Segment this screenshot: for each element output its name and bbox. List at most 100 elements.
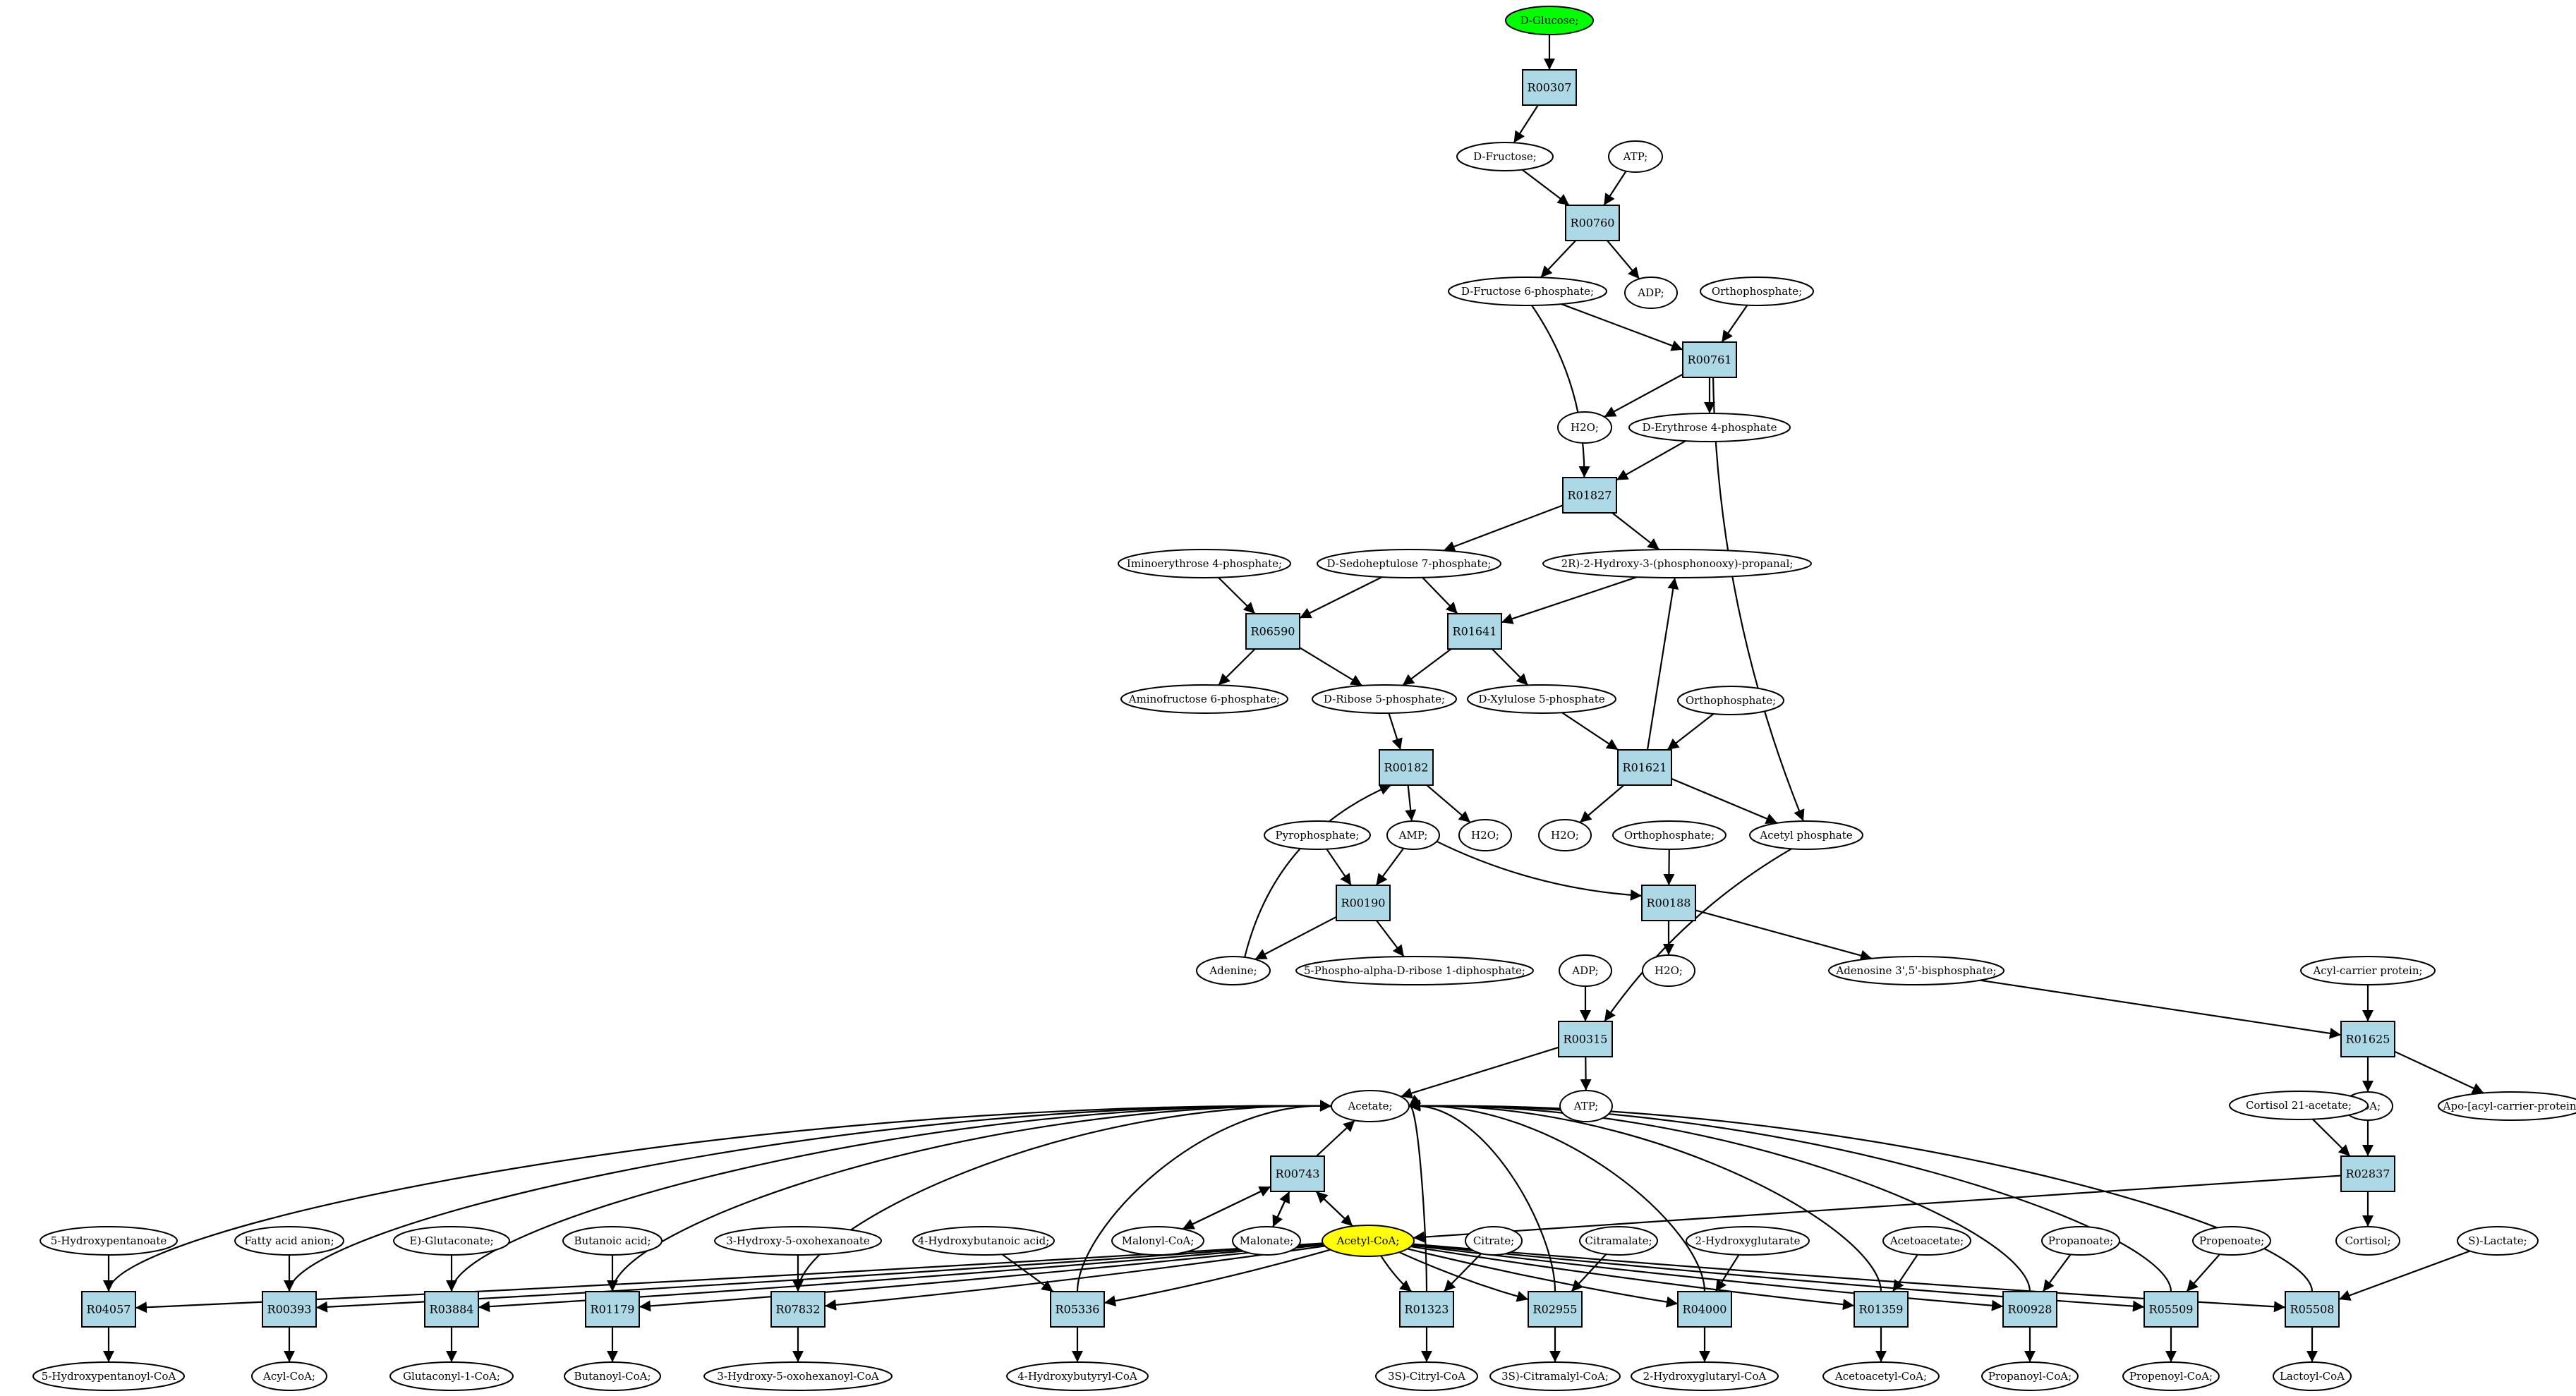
compound-ellipse — [2192, 1226, 2271, 1256]
compound-ellipse — [2122, 1361, 2220, 1391]
compound-ellipse — [2273, 1361, 2352, 1391]
compound-node-oxohexanoylcoa: 3-Hydroxy-5-oxohexanoyl-CoA — [703, 1361, 893, 1391]
reaction-box — [1565, 205, 1620, 241]
node-label: 3S)-Citryl-CoA — [1388, 1370, 1465, 1383]
compound-ellipse — [1295, 956, 1534, 985]
reaction-node-r02955: R02955 — [1528, 1291, 1583, 1328]
node-label: H2O; — [1551, 829, 1579, 842]
edge-r00743-to-malonate — [1272, 1191, 1290, 1227]
edge-r01641-to-x5p — [1491, 648, 1529, 686]
edge-hydroxybutanoic-to-r05336 — [1001, 1254, 1054, 1292]
compound-ellipse — [1677, 686, 1784, 715]
reaction-node-r01621: R01621 — [1617, 749, 1672, 786]
edge-r06590-to-r5p — [1299, 647, 1363, 686]
edge-r05336-to-acetate — [1076, 1100, 1332, 1292]
compound-node-hydroxypentanoate: 5-Hydroxypentanoate — [40, 1226, 178, 1256]
reaction-node-r06590: R06590 — [1245, 613, 1300, 650]
edge-acetylcoa-to-r00928 — [1412, 1244, 2004, 1311]
node-label: R02955 — [1533, 1303, 1578, 1316]
node-label: Malonate; — [1240, 1234, 1294, 1247]
compound-node-s7p: D-Sedoheptulose 7-phosphate; — [1317, 549, 1501, 578]
compound-ellipse — [2438, 1091, 2576, 1121]
compound-node-butanoic: Butanoic acid; — [562, 1226, 663, 1256]
compound-ellipse — [2041, 1226, 2120, 1256]
node-label: R00307 — [1528, 81, 1572, 95]
compound-node-fattyacid: Fatty acid anion; — [234, 1226, 344, 1256]
compound-node-hydroxyglutarylcoa: 2-Hydroxyglutaryl-CoA — [1631, 1361, 1779, 1391]
edge-f6p-to-r01827 — [1531, 305, 1590, 478]
node-label: Butanoyl-CoA; — [574, 1370, 651, 1383]
reaction-box — [262, 1291, 317, 1328]
reaction-box — [2143, 1291, 2199, 1328]
compound-ellipse — [1264, 820, 1371, 850]
node-label: R02837 — [2346, 1167, 2390, 1181]
edge-r04057-to-acetate — [107, 1100, 1332, 1292]
node-label: Acyl-CoA; — [262, 1370, 315, 1383]
edge-r02955-to-acetate — [1408, 1099, 1556, 1292]
edge-r00182-to-amp — [1405, 784, 1417, 822]
compound-ellipse — [1624, 277, 1678, 309]
compound-node-f6p: D-Fructose 6-phosphate; — [1448, 277, 1607, 306]
reaction-box — [1270, 1155, 1325, 1192]
edge-amp-to-r00190 — [1375, 847, 1405, 886]
node-label: 3-Hydroxy-5-oxohexanoate — [726, 1234, 870, 1247]
compound-ellipse — [1612, 820, 1727, 850]
reaction-box — [1677, 1291, 1732, 1328]
compound-ellipse — [1111, 1226, 1204, 1256]
node-label: R01625 — [2346, 1033, 2390, 1046]
node-label: R00315 — [1564, 1033, 1608, 1046]
node-label: R01621 — [1623, 761, 1667, 775]
node-label: 5-Hydroxypentanoate — [51, 1234, 167, 1247]
reaction-box — [2340, 1021, 2395, 1057]
reaction-box — [1050, 1291, 1105, 1328]
reaction-node-r07832: R07832 — [770, 1291, 826, 1328]
edge-acetylcoa-to-r07832 — [824, 1245, 1325, 1311]
compound-ellipse — [251, 1361, 327, 1391]
compound-node-pap: Adenosine 3',5'-bisphosphate; — [1828, 956, 2004, 985]
reaction-node-r05508: R05508 — [2285, 1291, 2340, 1328]
compound-ellipse — [40, 1226, 178, 1256]
compound-ellipse — [714, 1226, 882, 1256]
edge-citrate-to-r01323 — [1443, 1253, 1482, 1292]
edge-r00760-to-f6p — [1540, 240, 1577, 279]
node-label: R04000 — [1683, 1303, 1727, 1316]
edge-r01641-to-r5p — [1402, 648, 1452, 686]
node-label: Acetate; — [1347, 1100, 1392, 1112]
compound-ellipse — [703, 1361, 893, 1391]
node-label: R03884 — [430, 1303, 474, 1316]
edge-pyrophosphate-to-r00190 — [1326, 849, 1352, 886]
edge-acetylcoa-to-r02955 — [1398, 1251, 1529, 1302]
reaction-node-r01323: R01323 — [1399, 1291, 1454, 1328]
node-label: Glutaconyl-1-CoA; — [403, 1370, 500, 1383]
node-label: H2O; — [1655, 964, 1683, 977]
edge-r00743-to-malonylcoa — [1182, 1186, 1271, 1230]
reaction-box — [81, 1291, 136, 1328]
node-label: ATP; — [1623, 150, 1648, 163]
compound-node-atp1: ATP; — [1608, 140, 1663, 173]
compound-ellipse — [1981, 1361, 2079, 1391]
edge-acetylphosphate-to-r00315 — [1604, 848, 1792, 1022]
compound-node-adenine: Adenine; — [1196, 956, 1271, 985]
compound-node-glutaconylcoa: Glutaconyl-1-CoA; — [389, 1361, 514, 1391]
compound-node-atp2: ATP; — [1559, 1090, 1613, 1122]
node-label: R01359 — [1859, 1303, 1904, 1316]
compound-node-malonylcoa: Malonyl-CoA; — [1111, 1226, 1204, 1256]
compound-ellipse — [1559, 1090, 1613, 1122]
node-label: Adenosine 3',5'-bisphosphate; — [1835, 964, 1996, 977]
compound-node-citramalylcoa: 3S)-Citramalyl-CoA; — [1489, 1361, 1621, 1391]
node-label: R00182 — [1384, 761, 1429, 775]
node-label: R01179 — [591, 1303, 635, 1316]
reaction-node-r00393: R00393 — [262, 1291, 317, 1328]
reaction-node-r00760: R00760 — [1565, 205, 1620, 241]
compound-ellipse — [1557, 411, 1612, 444]
compound-node-hydroxypentanoylcoa: 5-Hydroxypentanoyl-CoA — [32, 1361, 185, 1391]
edge-adenine-to-r00182 — [1244, 784, 1392, 958]
edge-r00393-to-acetate — [288, 1100, 1332, 1292]
compound-ellipse — [1631, 1361, 1779, 1391]
reaction-box — [1379, 749, 1434, 786]
node-label: Cortisol; — [2345, 1234, 2390, 1247]
node-label: R00188 — [1647, 897, 1691, 910]
compound-node-h2o2: H2O; — [1458, 819, 1512, 851]
node-label: Orthophosphate; — [1624, 829, 1715, 842]
compound-node-cortisolacetate: Cortisol 21-acetate; — [2229, 1091, 2369, 1120]
